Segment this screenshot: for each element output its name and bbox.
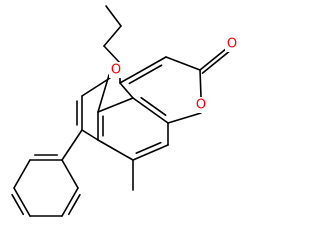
chemical-structure-diagram: O O O [11,5,239,217]
bond-4 [119,56,167,84]
bond-19 [81,129,99,141]
bond-12-second [135,141,162,154]
bond-15 [97,97,134,113]
bond-8 [167,112,202,124]
bond-layer [11,5,236,217]
bond-24-second [11,193,25,216]
furan-oxygen-mask [109,62,123,78]
atom-label-layer: O O O [109,36,239,113]
bond-12 [132,144,169,161]
bond-0 [105,5,122,27]
carbonyl-oxygen-mask [225,36,239,52]
ring-oxygen-mask [194,97,208,113]
bond-1 [103,25,122,47]
bond-7 [199,69,202,98]
bond-26 [61,187,79,217]
bond-9-second [140,96,167,116]
bond-27 [61,159,79,189]
bond-5 [165,56,201,71]
furan-oxygen-label: O [111,63,121,78]
bond-17 [81,77,111,97]
bond-24 [13,187,31,217]
molecule-drawing: O O O [11,5,239,217]
bond-10 [119,82,134,99]
bond-21 [61,129,83,161]
bond-13 [97,139,134,161]
ring-oxygen-label: O [196,98,206,113]
bond-4-second [128,64,163,85]
bond-26-second [67,193,81,216]
bond-16 [97,74,110,113]
bond-23 [13,159,31,189]
carbonyl-oxygen-label: O [227,37,237,52]
bond-2 [103,45,121,64]
bond-9 [132,97,169,124]
